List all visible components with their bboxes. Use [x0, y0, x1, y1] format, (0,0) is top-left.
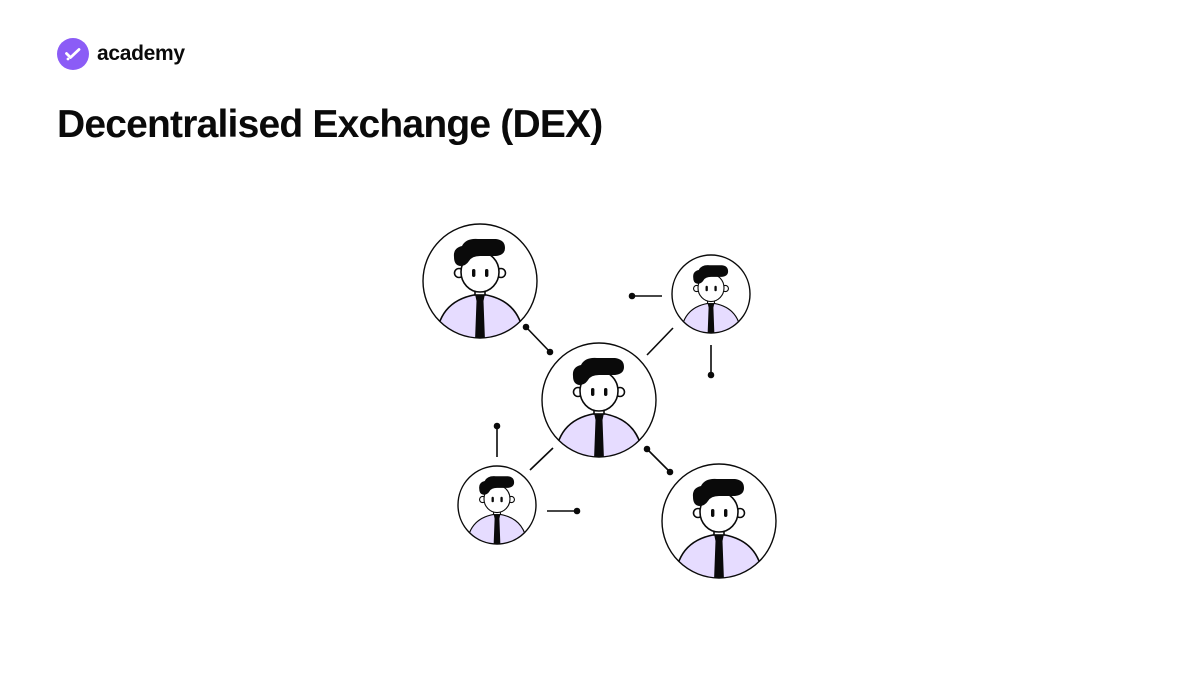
connector-line [529, 447, 554, 471]
connector-line [646, 327, 674, 356]
node-center [541, 342, 657, 458]
connector-line [547, 507, 581, 515]
brand-logo: academy [57, 38, 185, 70]
connector-line [643, 445, 674, 476]
page-title: Decentralised Exchange (DEX) [57, 103, 603, 146]
brand-name: academy [97, 42, 185, 65]
connector-line [522, 323, 554, 356]
node-top-left [422, 223, 538, 339]
node-bottom-left [457, 465, 537, 545]
connector-line [493, 422, 501, 457]
node-top-right [671, 254, 751, 334]
network-connectors [493, 292, 715, 515]
node-bottom-right [661, 463, 777, 579]
check-badge-icon [57, 38, 89, 70]
connector-line [707, 345, 715, 379]
connector-line [628, 292, 662, 300]
